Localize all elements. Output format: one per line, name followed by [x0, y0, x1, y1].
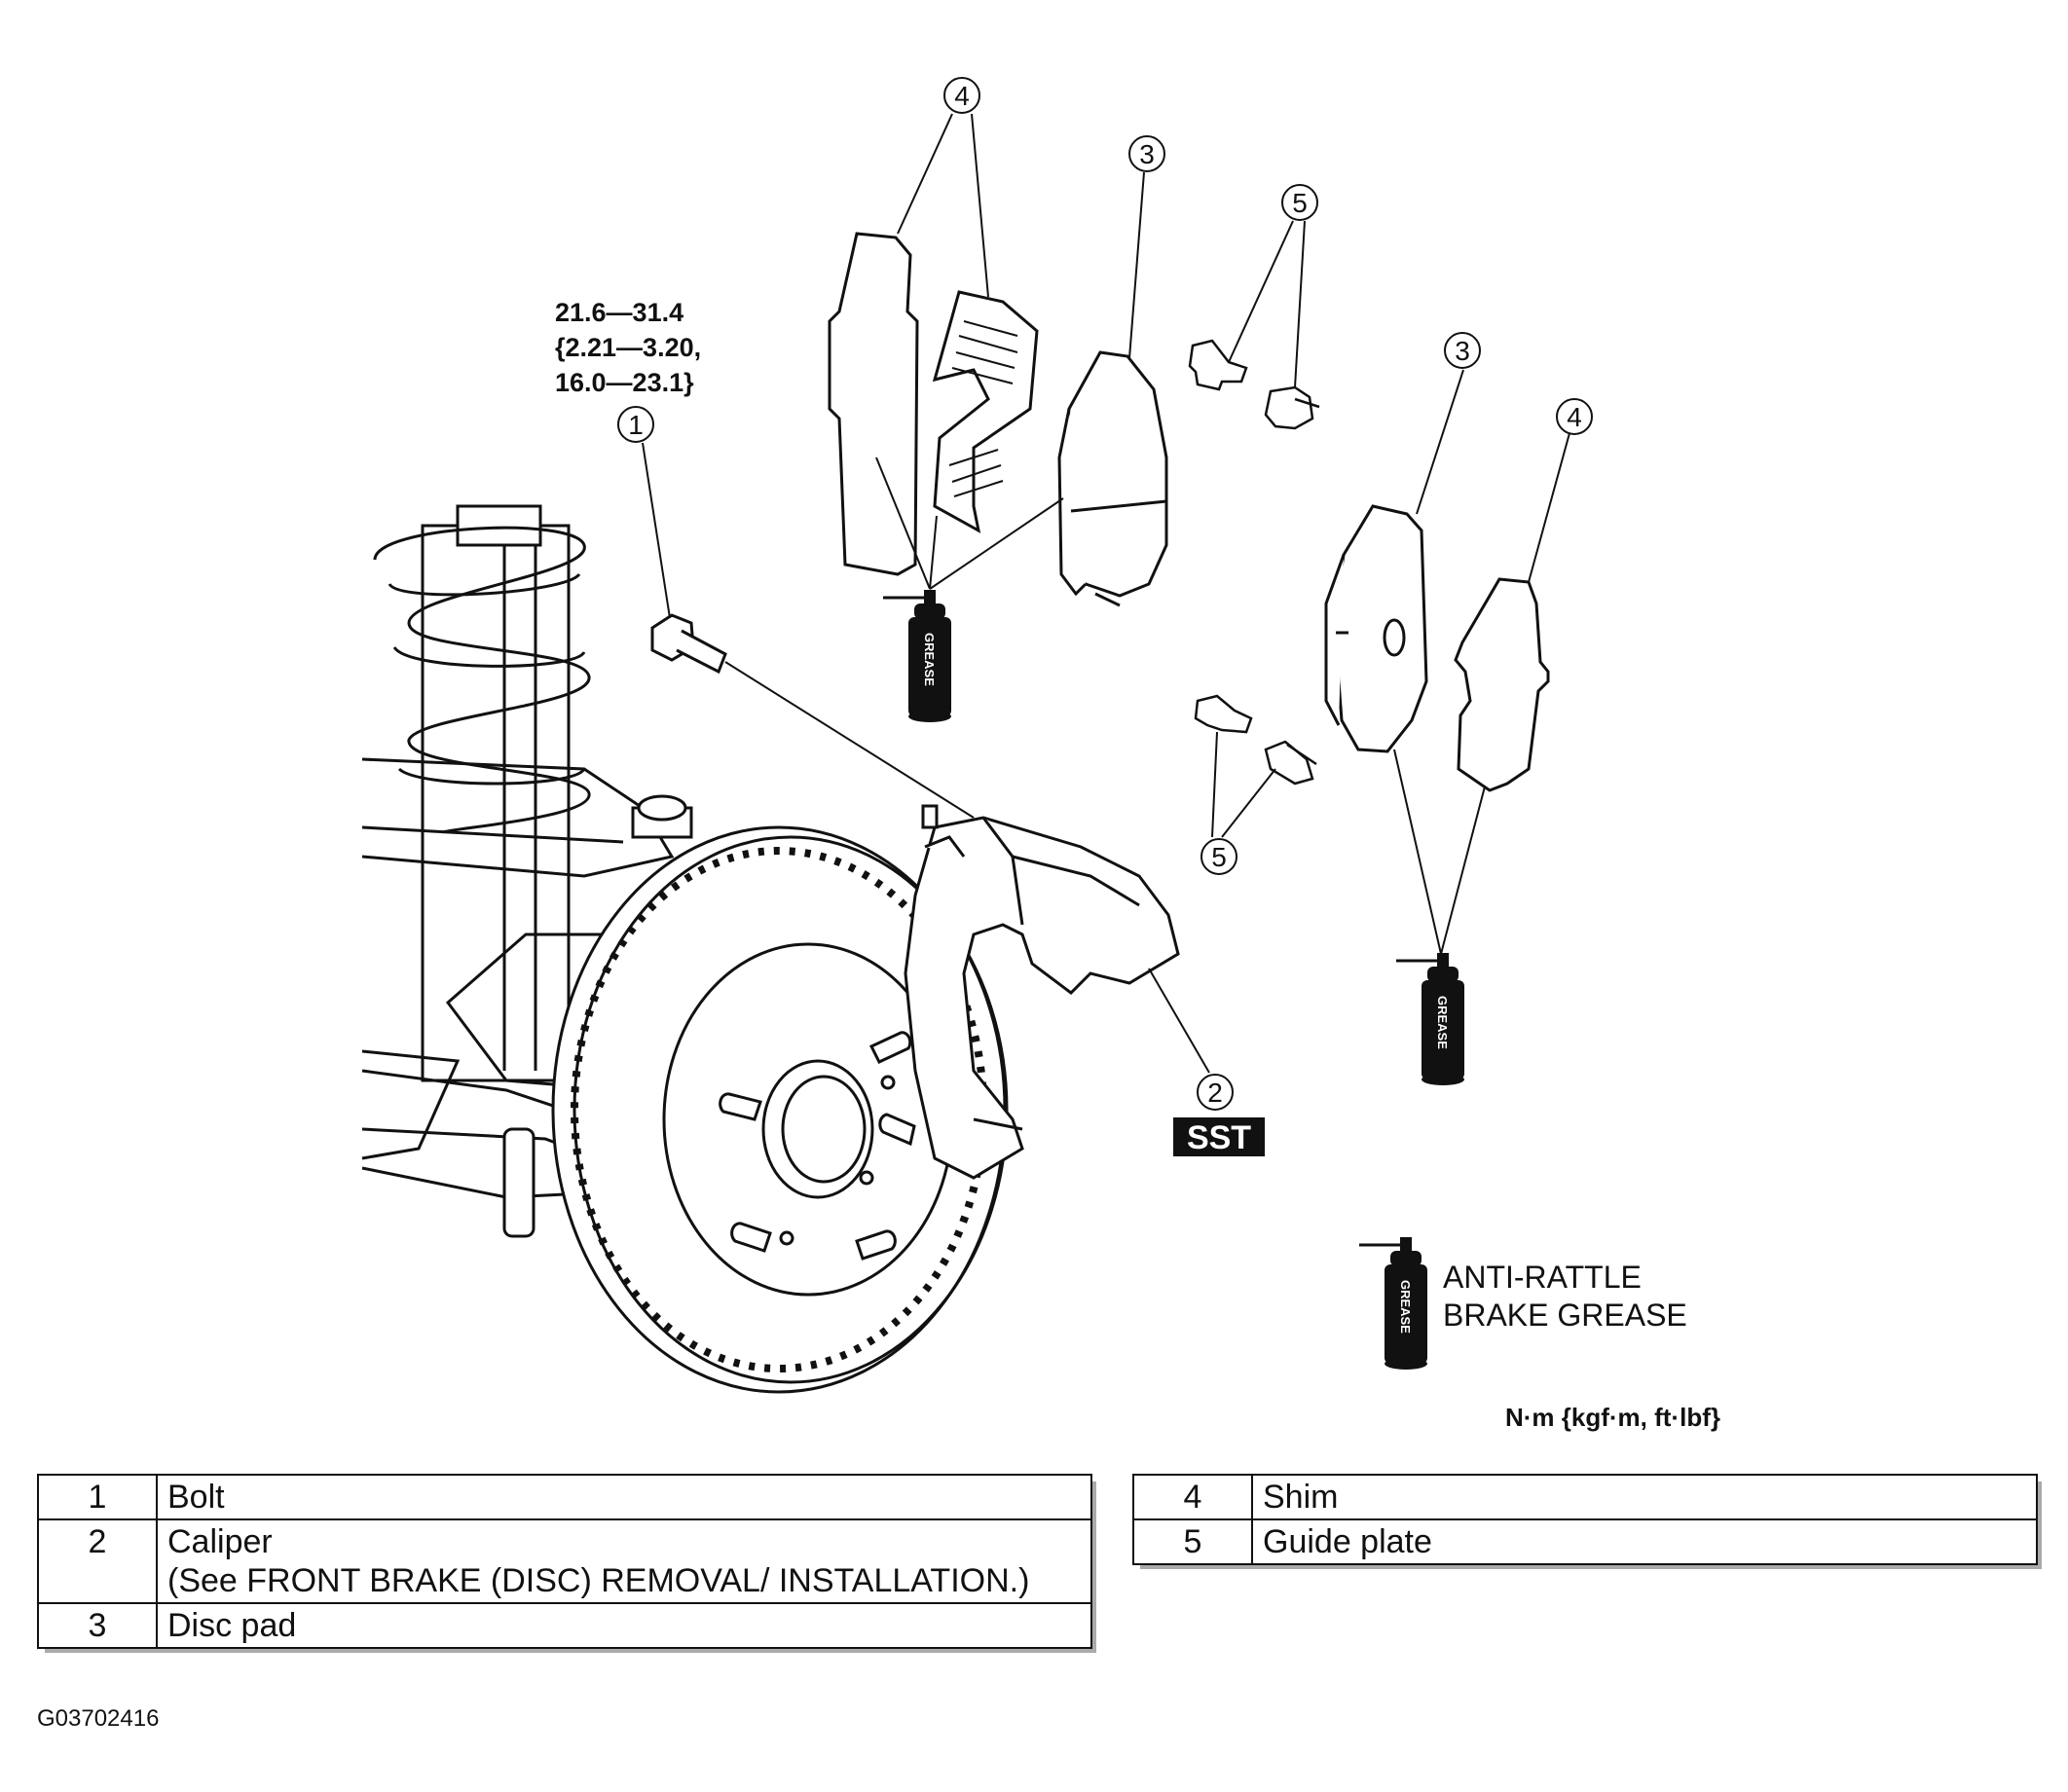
disc-pad-lower [1324, 504, 1428, 753]
callout-5-lower: 5 [1200, 838, 1237, 875]
leader-lines [642, 113, 1570, 1074]
part-cell: Caliper (See FRONT BRAKE (DISC) REMOVAL/… [156, 1518, 1092, 1604]
part-note: (See FRONT BRAKE (DISC) REMOVAL/ INSTALL… [167, 1562, 1030, 1599]
grease-legend-line-1: ANTI-RATTLE [1443, 1260, 1642, 1295]
grease-can-label: GREASE [922, 633, 937, 686]
grease-can-lower: GREASE [1394, 951, 1466, 1087]
part-name: Guide plate [1251, 1518, 2038, 1565]
torque-line-3: 16.0—23.1} [555, 368, 694, 397]
suspension-arms [361, 757, 704, 1238]
guide-plates-lower [1194, 694, 1317, 786]
guide-plates-upper [1188, 339, 1320, 430]
grease-can-upper: GREASE [881, 588, 953, 724]
callout-number: 3 [1455, 336, 1470, 366]
grease-legend: ANTI-RATTLE BRAKE GREASE [1443, 1260, 1687, 1333]
part-number: 4 [1132, 1474, 1253, 1520]
table-row: 4 Shim [1132, 1474, 2038, 1520]
torque-line-1: 21.6—31.4 [555, 298, 683, 327]
callout-3-top: 3 [1128, 135, 1165, 172]
sst-label: SST [1187, 1119, 1251, 1156]
table-row: 5 Guide plate [1132, 1518, 2038, 1565]
callout-3-right: 3 [1444, 332, 1481, 369]
torque-spec: 21.6—31.4 {2.21—3.20, 16.0—23.1} [555, 298, 701, 397]
part-name: Shim [1251, 1474, 2038, 1520]
torque-line-2: {2.21—3.20, [555, 333, 701, 362]
parts-table-right: 4 Shim 5 Guide plate [1132, 1474, 2038, 1565]
bolt-part [650, 613, 975, 819]
caliper [904, 804, 1180, 1180]
sst-badge: SST [1173, 1117, 1265, 1156]
torque-units: N·m {kgf·m, ft·lbf} [1505, 1403, 1720, 1432]
callout-number: 1 [628, 410, 644, 440]
part-number: 1 [37, 1474, 158, 1520]
callout-4-top: 4 [943, 77, 980, 114]
figure-code: G03702416 [37, 1705, 160, 1732]
callout-1: 1 [617, 406, 654, 443]
grease-legend-icon: GREASE [1357, 1235, 1429, 1371]
shim-upper-outer [828, 232, 919, 576]
part-name: Disc pad [156, 1602, 1092, 1649]
callout-number: 4 [954, 81, 970, 111]
table-row: 2 Caliper (See FRONT BRAKE (DISC) REMOVA… [37, 1518, 1092, 1604]
part-number: 5 [1132, 1518, 1253, 1565]
strut-spring [373, 504, 591, 1082]
part-number: 3 [37, 1602, 158, 1649]
shim-upper-inner [932, 290, 1039, 533]
callout-2: 2 [1197, 1074, 1234, 1111]
shim-lower [1454, 577, 1550, 792]
callout-5-top: 5 [1281, 184, 1318, 221]
callout-4-right: 4 [1556, 398, 1593, 435]
part-name: Bolt [156, 1474, 1092, 1520]
brake-rotor [551, 825, 1009, 1394]
part-number: 2 [37, 1518, 158, 1604]
callout-number: 2 [1207, 1078, 1223, 1108]
parts-table-left: 1 Bolt 2 Caliper (See FRONT BRAKE (DISC)… [37, 1474, 1092, 1649]
table-row: 3 Disc pad [37, 1602, 1092, 1649]
grease-can-label: GREASE [1435, 996, 1450, 1049]
wheel-studs [719, 1031, 916, 1261]
table-row: 1 Bolt [37, 1474, 1092, 1520]
callout-number: 5 [1292, 188, 1308, 218]
grease-legend-line-2: BRAKE GREASE [1443, 1298, 1687, 1333]
callout-number: 4 [1567, 402, 1582, 432]
part-name: Caliper [167, 1523, 273, 1560]
callout-number: 5 [1211, 842, 1227, 872]
disc-pad-upper [1057, 350, 1168, 607]
grease-can-label: GREASE [1398, 1280, 1413, 1334]
callout-number: 3 [1139, 139, 1155, 169]
